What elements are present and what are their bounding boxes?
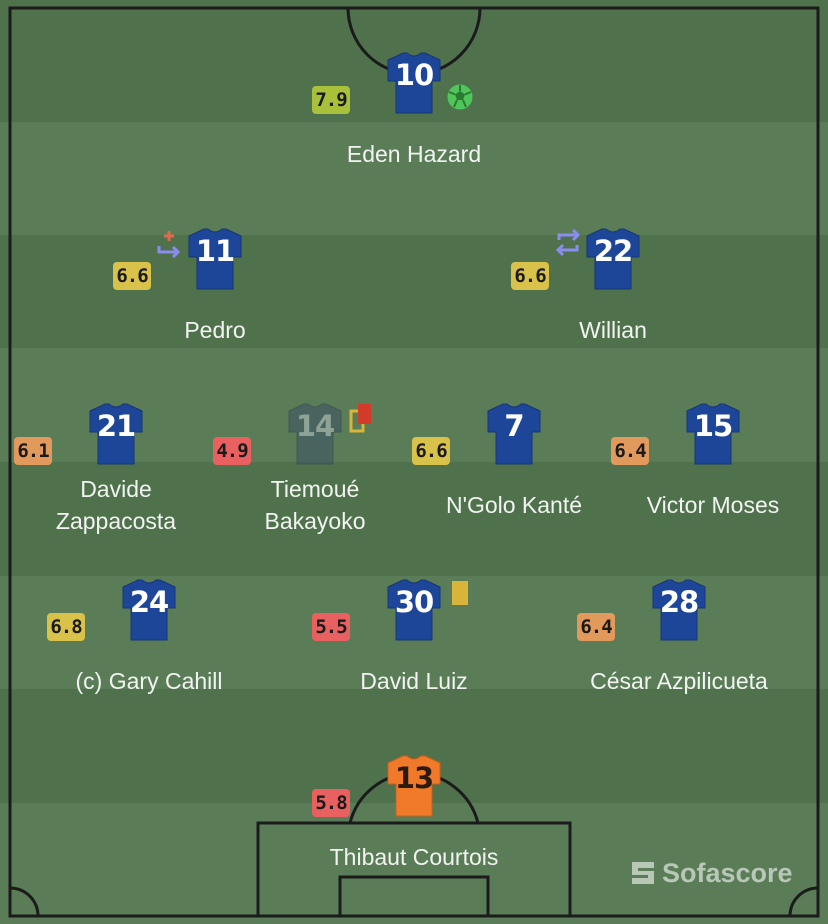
player-rating: 5.5 — [312, 613, 350, 641]
player-name: Pedro — [184, 317, 246, 343]
shirt-icon: 28 — [652, 579, 706, 641]
player-rating: 4.9 — [213, 437, 251, 465]
pitch-stripe — [0, 235, 828, 348]
shirt-icon: 14 — [288, 403, 342, 465]
sofascore-logo: Sofascore — [628, 856, 798, 892]
player-name: Davide — [80, 476, 152, 502]
player-name: Zappacosta — [55, 508, 177, 534]
player-rating: 6.6 — [511, 262, 549, 290]
shirt-number: 7 — [504, 409, 524, 443]
player-rating: 5.8 — [312, 789, 350, 817]
player-rating: 6.4 — [577, 613, 615, 641]
shirt-icon: 7 — [487, 403, 541, 465]
player-name: N'Golo Kanté — [445, 492, 583, 518]
shirt-number: 11 — [195, 234, 235, 268]
shirt-number: 14 — [295, 409, 335, 443]
shirt-number: 22 — [593, 234, 633, 268]
player-name: César Azpilicueta — [590, 668, 768, 694]
player-name: Victor Moses — [646, 492, 780, 518]
pitch-stripe — [0, 462, 828, 576]
player-rating: 6.6 — [113, 262, 151, 290]
player-name: Thibaut Courtois — [329, 844, 499, 870]
player-name: David Luiz — [360, 668, 468, 694]
player-name: Tiemoué — [270, 476, 360, 502]
shirt-number: 10 — [394, 58, 434, 92]
shirt-number: 24 — [129, 585, 169, 619]
shirt-icon: 13 — [387, 755, 441, 817]
second-yellow-red-card-icon — [349, 404, 371, 433]
shirt-number: 15 — [693, 409, 733, 443]
shirt-number: 13 — [394, 761, 434, 795]
sofascore-wordmark: Sofascore — [662, 858, 793, 888]
player-rating: 6.4 — [611, 437, 649, 465]
player-name: Willian — [579, 317, 647, 343]
substitution-icon — [555, 228, 581, 257]
player-name: (c) Gary Cahill — [75, 668, 223, 694]
player-rating: 6.6 — [412, 437, 450, 465]
yellow-card-icon — [452, 581, 468, 605]
pitch-stripe — [0, 122, 828, 235]
shirt-icon: 24 — [122, 579, 176, 641]
substitution-icon — [157, 245, 181, 258]
player-name: Bakayoko — [264, 508, 366, 534]
shirt-number: 21 — [96, 409, 136, 443]
shirt-number: 30 — [394, 585, 434, 619]
shirt-icon: 21 — [89, 403, 143, 465]
player-rating: 6.1 — [14, 437, 52, 465]
shirt-number: 28 — [659, 585, 699, 619]
player-rating: 6.8 — [47, 613, 85, 641]
injury-icon — [164, 231, 174, 241]
shirt-icon: 10 — [387, 52, 441, 114]
shirt-icon: 15 — [686, 403, 740, 465]
corner-arc-left — [9, 886, 40, 917]
shirt-icon: 30 — [387, 579, 441, 641]
player-rating: 7.9 — [312, 86, 350, 114]
goal-area — [338, 875, 490, 918]
sofascore-logo-icon — [632, 862, 654, 884]
goal-icon — [447, 84, 473, 110]
corner-arc-right — [788, 886, 819, 917]
shirt-icon: 22 — [586, 228, 640, 290]
player-name: Eden Hazard — [346, 141, 482, 167]
shirt-icon: 11 — [188, 228, 242, 290]
